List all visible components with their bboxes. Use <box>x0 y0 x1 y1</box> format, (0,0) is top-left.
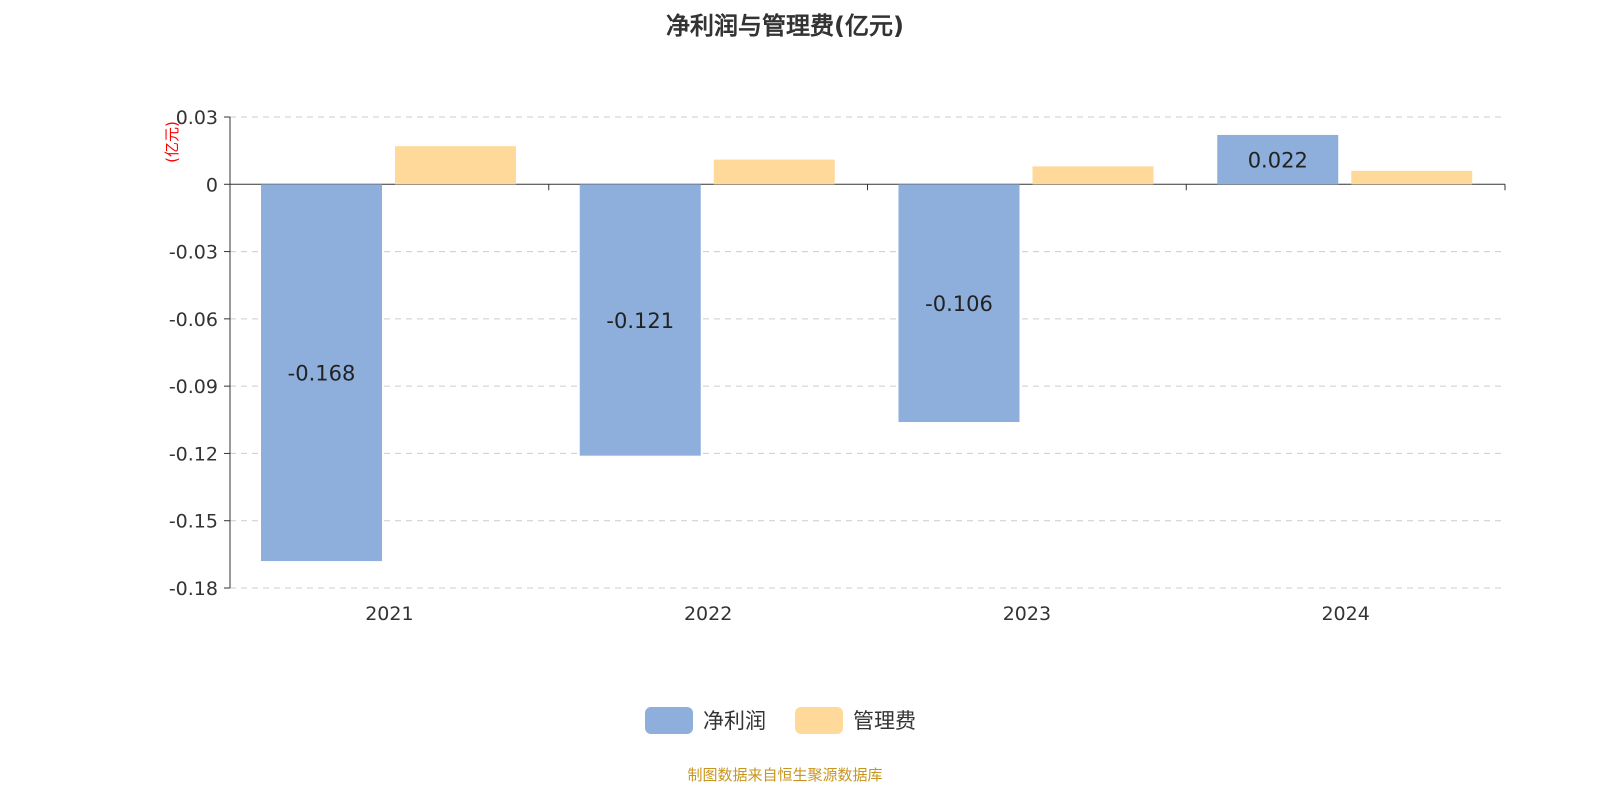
bar-net-profit <box>1217 134 1339 185</box>
data-label: 0.022 <box>1248 149 1308 173</box>
bar-net-profit <box>898 184 1020 423</box>
bar-admin-expense <box>1351 170 1473 185</box>
y-tick-label: -0.03 <box>169 242 218 264</box>
x-tick-label: 2024 <box>1321 603 1369 625</box>
data-label: -0.106 <box>925 292 993 316</box>
y-tick-label: 0 <box>206 174 218 196</box>
y-tick-label: -0.09 <box>169 376 218 398</box>
x-tick-label: 2021 <box>365 603 413 625</box>
x-tick-label: 2023 <box>1003 603 1051 625</box>
y-tick-label: -0.15 <box>169 511 218 533</box>
y-tick-label: 0.03 <box>176 107 218 129</box>
y-axis-label: (亿元) <box>163 121 181 163</box>
bar-admin-expense <box>395 146 516 185</box>
y-tick-label: -0.06 <box>169 309 218 331</box>
x-tick-label: 2022 <box>684 603 732 625</box>
y-tick-label: -0.12 <box>169 443 218 465</box>
legend-swatch <box>645 707 693 734</box>
bar-net-profit <box>579 184 701 456</box>
data-label: -0.168 <box>288 362 356 386</box>
data-label: -0.121 <box>606 309 674 333</box>
y-tick-label: -0.18 <box>169 578 218 600</box>
legend-label: 管理费 <box>853 709 916 733</box>
source-note: 制图数据来自恒生聚源数据库 <box>687 766 883 784</box>
legend-label: 净利润 <box>703 709 766 733</box>
legend-swatch <box>795 707 843 734</box>
bar-net-profit <box>261 184 382 562</box>
bar-admin-expense <box>1032 166 1154 185</box>
chart-title: 净利润与管理费(亿元) <box>666 12 904 40</box>
bar-admin-expense <box>713 159 835 185</box>
